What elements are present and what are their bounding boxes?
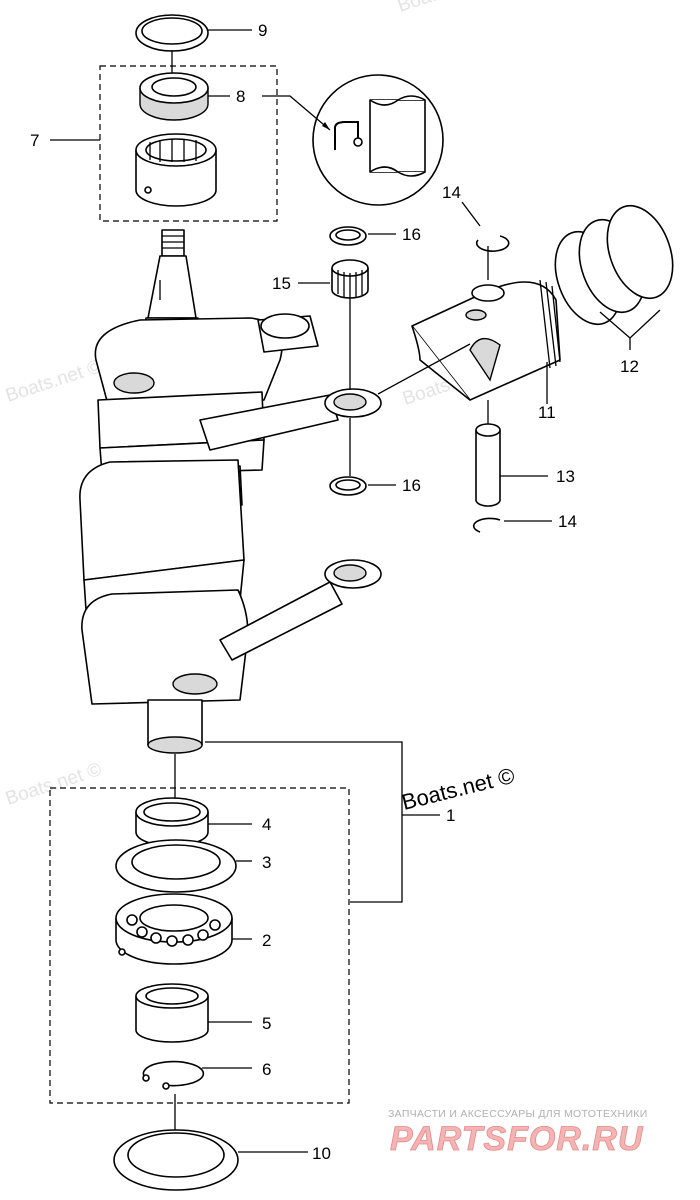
copyright-text: Boats.net © — [399, 763, 517, 815]
callout-3: 3 — [262, 853, 271, 872]
bracket-1 — [205, 741, 403, 903]
callout-16-top: 16 — [402, 225, 421, 244]
watermark: Boats.net © — [3, 759, 104, 810]
crankshaft — [79, 229, 283, 754]
callout-4: 4 — [262, 815, 271, 834]
part-16-thrust-washer-top — [329, 226, 367, 246]
connecting-rod-upper — [199, 313, 382, 451]
store-logo: PARTSFOR.RU — [390, 1120, 644, 1158]
part-14-circlip-top — [475, 235, 510, 252]
part-11-piston — [411, 279, 561, 401]
part-13-piston-pin — [475, 423, 501, 507]
detail-circle-adhesive — [312, 74, 444, 206]
part-14-circlip-bottom — [472, 517, 501, 533]
part-2-ball-bearing — [115, 893, 233, 965]
assembly-box-7 — [99, 65, 278, 222]
assembly-box-1 — [49, 787, 350, 1104]
store-tagline: ЗАПЧАСТИ И АКСЕССУАРЫ ДЛЯ МОТОТЕХНИКИ — [388, 1108, 648, 1120]
part-12-piston-rings — [554, 204, 674, 326]
part-6-snap-ring — [142, 1060, 205, 1090]
part-5-sleeve — [135, 983, 209, 1043]
part-3-plate — [115, 839, 237, 893]
part-15-small-end-bearing — [331, 259, 369, 299]
arrow-head — [322, 122, 330, 130]
callout-11: 11 — [538, 403, 556, 422]
callout-14-top: 14 — [442, 183, 461, 202]
callout-6: 6 — [262, 1060, 271, 1079]
connecting-rod-lower — [219, 559, 382, 661]
part-8-oil-seal — [139, 72, 209, 121]
part-4-collar — [135, 797, 209, 847]
callout-10: 10 — [312, 1144, 331, 1163]
watermark: Boats.net © — [395, 0, 496, 17]
callout-13: 13 — [556, 467, 575, 486]
part-16-thrust-washer-bottom — [329, 476, 367, 496]
callout-2: 2 — [262, 931, 271, 950]
part-10-thrust-ring — [113, 1129, 239, 1191]
part-9-oil-seal-ring — [135, 14, 209, 52]
part-7-needle-bearing — [135, 133, 217, 207]
watermark: Boats.net © — [3, 356, 104, 407]
callout-1: 1 — [446, 806, 455, 825]
callout-7: 7 — [30, 131, 39, 150]
leader-14-top — [461, 201, 481, 227]
callout-15: 15 — [272, 274, 291, 293]
callout-14-bottom: 14 — [558, 512, 577, 531]
callout-12: 12 — [620, 357, 639, 376]
leader-8-detail — [262, 95, 331, 131]
axis-piston — [377, 343, 471, 395]
callout-9: 9 — [258, 21, 267, 40]
callout-16-bottom: 16 — [402, 476, 421, 495]
callout-8: 8 — [236, 87, 245, 106]
callout-5: 5 — [262, 1014, 271, 1033]
